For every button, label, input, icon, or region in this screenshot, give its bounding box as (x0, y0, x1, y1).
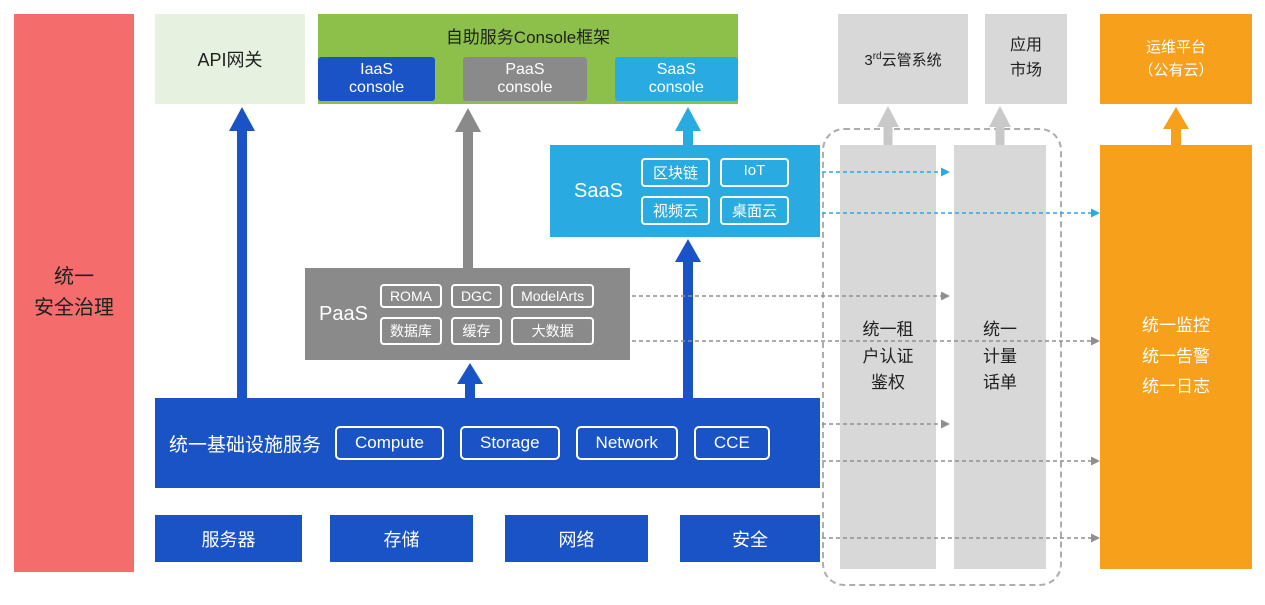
metering-line-1: 统一 (983, 320, 1017, 340)
saas-chip-iot: IoT (719, 157, 789, 187)
console-buttons-row: IaaS console PaaS console SaaS console (318, 57, 738, 101)
auth-line-3: 鉴权 (871, 373, 905, 393)
monitor-line-3: 统一日志 (1142, 377, 1210, 397)
saas-console-button: SaaS console (614, 57, 738, 101)
arrow-infra-to-paas-icon (457, 363, 483, 398)
tenant-auth-label: 统一租 户认证 鉴权 (863, 317, 914, 396)
security-governance-bar: 统一 安全治理 (14, 14, 134, 572)
monitor-line-2: 统一告警 (1142, 346, 1210, 366)
metering-bar: 统一 计量 话单 (954, 145, 1046, 569)
metering-line-3: 话单 (983, 373, 1017, 393)
ops-platform-label: 运维平台 （公有云） (1138, 36, 1213, 83)
arrow-saas-to-saas-console-icon (675, 107, 701, 145)
ops-platform-line-2: （公有云） (1138, 62, 1214, 79)
saas-chip-desktop-cloud: 桌面云 (719, 195, 789, 225)
monitor-label: 统一监控 统一告警 统一日志 (1142, 311, 1210, 403)
app-market-line-1: 应用 (1009, 37, 1042, 55)
arrow-infra-to-api-gateway-icon (229, 107, 255, 398)
paas-box: PaaS ROMA DGC ModelArts 数据库 缓存 大数据 (305, 268, 630, 360)
app-market-line-2: 市场 (1009, 62, 1042, 79)
server-label: 服务器 (201, 529, 256, 550)
saas-chip-video-cloud: 视频云 (640, 195, 710, 225)
third-party-sup: rd (872, 50, 882, 62)
arrow-paas-to-console-icon (455, 108, 481, 268)
security-line-2: 安全治理 (34, 297, 114, 319)
saas-box: SaaS 区块链 IoT 视频云 桌面云 (550, 145, 820, 237)
paas-chip-roma: ROMA (379, 283, 442, 308)
saas-chip-grid: 区块链 IoT 视频云 桌面云 (640, 157, 789, 225)
paas-console-button: PaaS console (463, 57, 587, 101)
api-gateway-box: API网关 (155, 14, 305, 104)
ops-platform-line-1: 运维平台 (1145, 38, 1206, 56)
paas-chip-bigdata: 大数据 (511, 316, 595, 345)
tenant-auth-bar: 统一租 户认证 鉴权 (840, 145, 936, 569)
infra-chip-storage: Storage (460, 426, 560, 460)
paas-chip-dgc: DGC (450, 283, 503, 308)
paas-chip-grid: ROMA DGC ModelArts 数据库 缓存 大数据 (379, 283, 595, 345)
security-line-1: 统一 (54, 266, 94, 288)
metering-line-2: 计量 (983, 346, 1017, 366)
network-box: 网络 (505, 515, 648, 562)
storage-label: 存储 (383, 529, 420, 550)
arrow-monitor-to-ops-platform-icon (1163, 107, 1189, 145)
paas-chip-modelarts: ModelArts (511, 283, 595, 308)
security-governance-label: 统一 安全治理 (34, 262, 114, 324)
security-label: 安全 (732, 529, 768, 550)
console-framework-box: 自助服务Console框架 IaaS console PaaS console … (318, 14, 738, 104)
paas-chip-database: 数据库 (379, 316, 442, 345)
saas-label: SaaS (574, 179, 623, 202)
ops-platform-box: 运维平台 （公有云） (1100, 14, 1252, 104)
third-party-prefix: 3 (864, 51, 873, 69)
monitor-alarm-log-bar: 统一监控 统一告警 统一日志 (1100, 145, 1252, 569)
storage-box: 存储 (330, 515, 473, 562)
third-party-cloud-label: 3rd云管系统 (864, 49, 941, 70)
auth-line-2: 户认证 (862, 346, 914, 366)
security-box: 安全 (680, 515, 820, 562)
api-gateway-label: API网关 (197, 50, 263, 70)
third-party-cloud-box: 3rd云管系统 (838, 14, 968, 104)
iaas-console-button: IaaS console (318, 57, 436, 101)
infrastructure-label: 统一基础设施服务 (169, 434, 322, 456)
app-market-label: 应用 市场 (1010, 34, 1042, 84)
arrow-infra-to-saas-icon (675, 239, 701, 398)
metering-label: 统一 计量 话单 (983, 317, 1017, 396)
console-framework-title: 自助服务Console框架 (445, 28, 611, 47)
shared-services-dashed-container (822, 128, 1062, 586)
network-label: 网络 (558, 529, 595, 550)
saas-chip-blockchain: 区块链 (640, 157, 710, 187)
infra-chip-compute: Compute (335, 426, 444, 460)
monitor-line-1: 统一监控 (1142, 316, 1210, 336)
infrastructure-chip-row: Compute Storage Network CCE (335, 426, 770, 460)
infrastructure-bar: 统一基础设施服务 Compute Storage Network CCE (155, 398, 820, 488)
paas-label: PaaS (319, 302, 368, 325)
infra-chip-cce: CCE (693, 426, 770, 460)
third-party-rest: 云管系统 (881, 51, 942, 69)
server-box: 服务器 (155, 515, 302, 562)
auth-line-1: 统一租 (862, 320, 914, 340)
infra-chip-network: Network (575, 426, 678, 460)
app-market-box: 应用 市场 (985, 14, 1067, 104)
paas-chip-cache: 缓存 (450, 316, 503, 345)
